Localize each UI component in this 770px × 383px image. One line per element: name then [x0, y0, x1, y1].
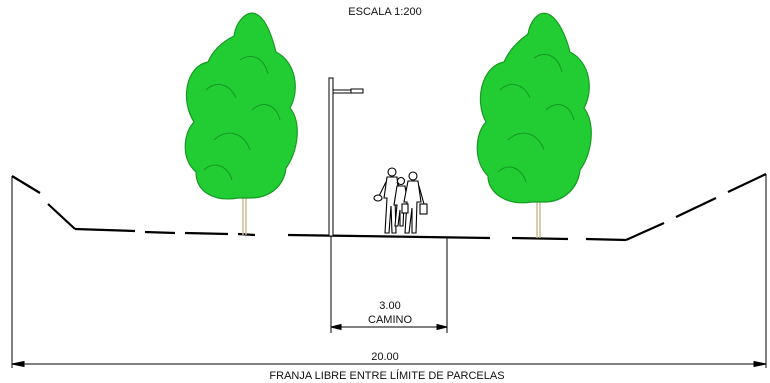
tree-right — [476, 12, 592, 238]
tree-icon — [184, 12, 298, 235]
path-dimension — [330, 236, 448, 333]
tree-icon — [476, 12, 592, 238]
scale-title: ESCALA 1:200 — [348, 6, 421, 18]
tree-left — [184, 12, 298, 235]
street-lamp-icon — [328, 77, 364, 237]
path-label: CAMINO — [368, 314, 412, 326]
strip-label: FRANJA LIBRE ENTRE LÍMITE DE PARCELAS — [269, 369, 504, 382]
strip-width-value: 20.00 — [371, 351, 399, 363]
ground-profile — [11, 173, 767, 242]
street-lamp — [328, 77, 364, 237]
pedestrians — [373, 167, 428, 234]
strip-dimension — [11, 174, 767, 368]
path-width-value: 3.00 — [379, 300, 400, 312]
pedestrians-icon — [373, 167, 428, 234]
